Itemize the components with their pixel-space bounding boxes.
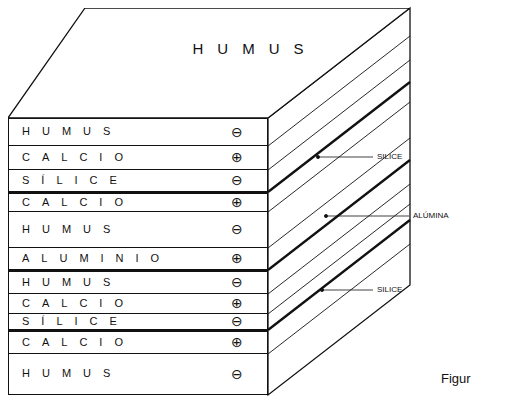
charge-sign: ⊖ <box>231 222 243 236</box>
layer-name: CALCIO <box>22 298 135 309</box>
charge-sign: ⊖ <box>231 125 243 139</box>
top-face-shape <box>8 8 410 118</box>
layer-name: SÍLICE <box>22 175 129 186</box>
top-face: HUMUS <box>8 8 410 118</box>
layer-name: CALCIO <box>22 152 135 163</box>
layer-name: CALCIO <box>22 197 135 208</box>
layer-band: SÍLICE ⊖ <box>8 314 268 330</box>
layer-band: SÍLICE ⊖ <box>8 170 268 192</box>
mineral-label: SILICE <box>377 286 402 294</box>
charge-sign: ⊖ <box>231 367 243 381</box>
layer-band: CALCIO ⊕ <box>8 330 268 354</box>
mineral-label: SILICE <box>377 153 402 161</box>
layer-name: ALUMINIO <box>22 253 171 264</box>
leader-lines <box>316 155 409 291</box>
layer-band: CALCIO ⊕ <box>8 146 268 170</box>
layer-name: HUMUS <box>22 224 122 235</box>
charge-sign: ⊖ <box>231 275 243 289</box>
top-face-outline <box>8 8 410 118</box>
layer-band: HUMUS ⊖ <box>8 354 268 395</box>
charge-sign: ⊖ <box>231 314 243 328</box>
charge-sign: ⊕ <box>231 150 243 164</box>
layer-band: HUMUS ⊖ <box>8 212 268 248</box>
layer-band: HUMUS ⊖ <box>8 270 268 294</box>
layer-band: ALUMINIO ⊕ <box>8 248 268 270</box>
layer-name: HUMUS <box>193 41 318 56</box>
layer-band: HUMUS ⊖ <box>8 118 268 146</box>
charge-sign: ⊕ <box>231 251 243 265</box>
layer-name: HUMUS <box>22 277 122 288</box>
layer-name: SÍLICE <box>22 316 129 327</box>
charge-sign: ⊕ <box>231 195 243 209</box>
charge-sign: ⊖ <box>231 173 243 187</box>
layer-name: HUMUS <box>22 368 122 379</box>
layer-name: HUMUS <box>22 126 122 137</box>
layer-band: CALCIO ⊕ <box>8 294 268 314</box>
charge-sign: ⊕ <box>231 335 243 349</box>
layer-band: CALCIO ⊕ <box>8 192 268 212</box>
mineral-label: ALÚMINA <box>413 212 449 220</box>
figure-caption-fragment: Figur <box>441 372 471 385</box>
charge-sign: ⊕ <box>231 296 243 310</box>
layer-name: CALCIO <box>22 337 135 348</box>
